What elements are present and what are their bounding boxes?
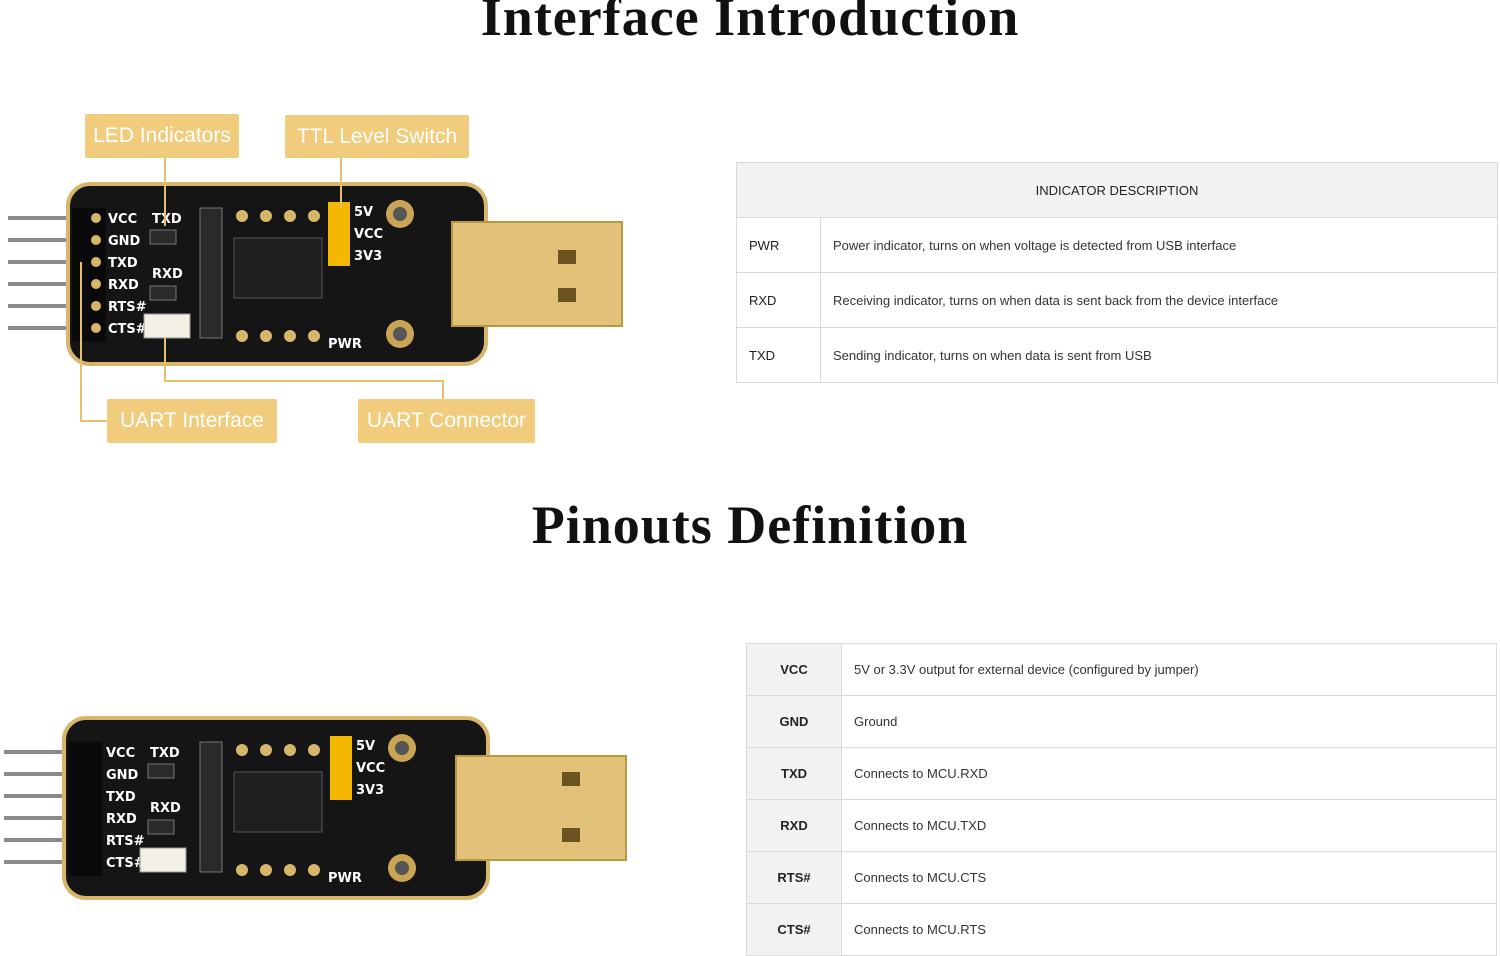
pinouts-definition-title: Pinouts Definition — [531, 495, 969, 555]
uart-interface-leader-line — [80, 420, 110, 422]
table-row: TXD Connects to MCU.RXD — [746, 747, 1497, 800]
indicator-name: TXD — [736, 327, 821, 383]
pin-label: VCC — [108, 212, 137, 227]
uart-connector-leader-line — [164, 338, 166, 382]
pin-label: CTS# — [108, 322, 147, 337]
led-label: RXD — [152, 267, 183, 282]
pin-label: RTS# — [106, 834, 145, 849]
pin-name: GND — [746, 695, 842, 748]
pin-label: CTS# — [106, 856, 145, 871]
jumper-label: 3V3 — [356, 783, 384, 798]
pin-desc: 5V or 3.3V output for external device (c… — [841, 643, 1497, 696]
ttl-jumper — [330, 736, 352, 800]
led-label: TXD — [150, 746, 180, 761]
pin-label: RXD — [108, 278, 139, 293]
pin-label: RXD — [106, 812, 137, 827]
jumper-label: 5V — [354, 205, 373, 220]
usb-plug — [455, 755, 627, 861]
table-row: VCC 5V or 3.3V output for external devic… — [746, 643, 1497, 696]
ttl-level-switch-callout: TTL Level Switch — [285, 115, 469, 158]
pwr-label: PWR — [328, 337, 362, 352]
uart-connector — [139, 847, 187, 873]
pin-label: VCC — [106, 746, 135, 761]
uart-interface-callout: UART Interface — [107, 399, 277, 443]
interface-introduction-title: Interface Introduction — [480, 0, 1020, 47]
jumper-label: VCC — [354, 227, 383, 242]
indicator-table-header: INDICATOR DESCRIPTION — [736, 162, 1498, 218]
indicator-description-table: INDICATOR DESCRIPTION PWR Power indicato… — [736, 162, 1498, 383]
pin-label: TXD — [106, 790, 136, 805]
pin-desc: Connects to MCU.CTS — [841, 851, 1497, 904]
uart-connector-leader-line — [164, 380, 444, 382]
indicator-name: RXD — [736, 272, 821, 328]
pin-desc: Connects to MCU.RXD — [841, 747, 1497, 800]
usb-chip — [233, 237, 323, 299]
pin-desc: Ground — [841, 695, 1497, 748]
header-pins — [4, 750, 68, 864]
header-pins — [8, 216, 72, 330]
pin-desc: Connects to MCU.TXD — [841, 799, 1497, 852]
uart-interface-leader-line — [80, 262, 82, 422]
jumper-label: 5V — [356, 739, 375, 754]
led-label: RXD — [150, 801, 181, 816]
uart-connector — [143, 313, 191, 339]
ttl-jumper — [328, 202, 350, 266]
indicator-desc: Power indicator, turns on when voltage i… — [820, 217, 1498, 273]
pin-label: GND — [106, 768, 139, 783]
usb-chip — [233, 771, 323, 833]
pin-name: CTS# — [746, 903, 842, 956]
pin-label: RTS# — [108, 300, 147, 315]
led-indicator-leader-line — [164, 158, 166, 226]
table-row: RXD Connects to MCU.TXD — [746, 799, 1497, 852]
jumper-label: 3V3 — [354, 249, 382, 264]
table-row: PWR Power indicator, turns on when volta… — [736, 217, 1498, 273]
led-label: TXD — [152, 212, 182, 227]
usb-plug — [451, 221, 623, 327]
table-row: TXD Sending indicator, turns on when dat… — [736, 327, 1498, 383]
table-row: RXD Receiving indicator, turns on when d… — [736, 272, 1498, 328]
pinout-table: VCC 5V or 3.3V output for external devic… — [746, 643, 1497, 956]
pin-name: RTS# — [746, 851, 842, 904]
table-row: GND Ground — [746, 695, 1497, 748]
usb-uart-board-image: VCC GND TXD RXD RTS# CTS# TXD RXD 5V VCC… — [8, 182, 623, 366]
uart-connector-leader-line — [442, 380, 444, 402]
pin-name: VCC — [746, 643, 842, 696]
indicator-desc: Sending indicator, turns on when data is… — [820, 327, 1498, 383]
pin-name: RXD — [746, 799, 842, 852]
usb-uart-board-image: VCC GND TXD RXD RTS# CTS# TXD RXD 5V VCC… — [4, 716, 627, 900]
indicator-name: PWR — [736, 217, 821, 273]
ttl-switch-leader-line — [340, 158, 342, 208]
uart-connector-callout: UART Connector — [358, 399, 535, 443]
pin-label: TXD — [108, 256, 138, 271]
pin-label: GND — [108, 234, 141, 249]
led-indicators-callout: LED Indicators — [85, 114, 239, 158]
indicator-desc: Receiving indicator, turns on when data … — [820, 272, 1498, 328]
table-row: RTS# Connects to MCU.CTS — [746, 851, 1497, 904]
jumper-label: VCC — [356, 761, 385, 776]
pin-name: TXD — [746, 747, 842, 800]
pwr-label: PWR — [328, 871, 362, 886]
